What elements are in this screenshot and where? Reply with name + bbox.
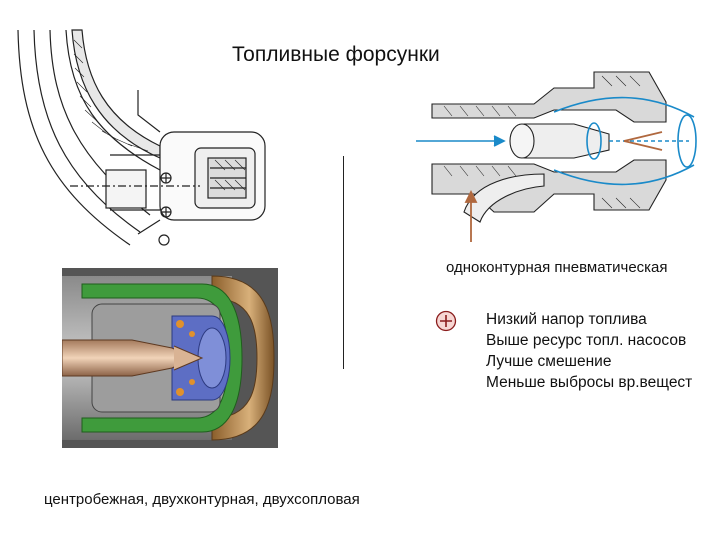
centrifugal-caption: центробежная, двухконтурная, двухсоплова… <box>44 491 360 508</box>
advantage-item: Меньше выбросы вр.вещест <box>486 374 693 391</box>
pneumatic-caption: одноконтурная пневматическая <box>446 259 668 276</box>
centrifugal-injector-cutaway <box>62 268 278 448</box>
advantage-item: Лучше смешение <box>486 353 612 370</box>
slide-title: Топливные форсунки <box>232 43 440 66</box>
combustor-section-drawing <box>17 29 266 246</box>
center-divider-line <box>343 156 345 369</box>
pneumatic-injector-drawing <box>416 71 697 242</box>
advantages-list: Низкий напор топлива Выше ресурс топл. н… <box>486 309 692 393</box>
plus-circle-icon <box>435 310 457 332</box>
advantage-item: Выше ресурс топл. насосов <box>486 332 687 349</box>
advantage-item: Низкий напор топлива <box>486 311 647 328</box>
